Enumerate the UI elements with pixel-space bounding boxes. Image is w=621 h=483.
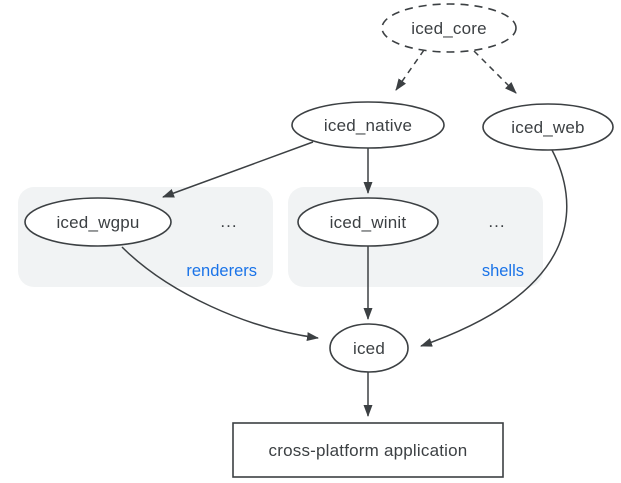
iced-native-ellipse [291,101,445,149]
shells-group-label: shells [482,262,524,280]
iced-wgpu-label: iced_wgpu [56,213,139,232]
edge-web-to-iced [420,149,568,347]
node-iced-web: iced_web [482,103,614,151]
renderers-ellipsis: ... [220,212,237,231]
iced-label: iced [353,339,385,358]
iced-native-label: iced_native [324,116,412,135]
iced-web-ellipse [482,103,614,151]
iced-winit-label: iced_winit [330,213,407,232]
iced-wgpu-ellipse [24,197,172,247]
iced-web-label: iced_web [511,118,584,137]
iced-core-ellipse [381,3,517,53]
node-iced-wgpu: iced_wgpu [24,197,172,247]
app-rect [232,422,504,478]
node-iced-native: iced_native [291,101,445,149]
edge-core-to-web [473,50,517,94]
edge-native-to-wgpu [162,141,314,198]
node-iced: iced [329,323,409,373]
node-iced-core: iced_core [381,3,517,53]
node-cross-platform-application: cross-platform application [232,422,504,478]
renderers-group-label: renderers [186,262,257,280]
iced-core-label: iced_core [411,19,487,38]
edge-wgpu-to-iced [121,246,319,342]
node-iced-winit: iced_winit [297,197,439,247]
shells-ellipsis: ... [488,212,505,231]
edge-core-to-native [395,49,425,91]
iced-winit-ellipse [297,197,439,247]
app-label: cross-platform application [269,441,468,460]
iced-ellipse [329,323,409,373]
